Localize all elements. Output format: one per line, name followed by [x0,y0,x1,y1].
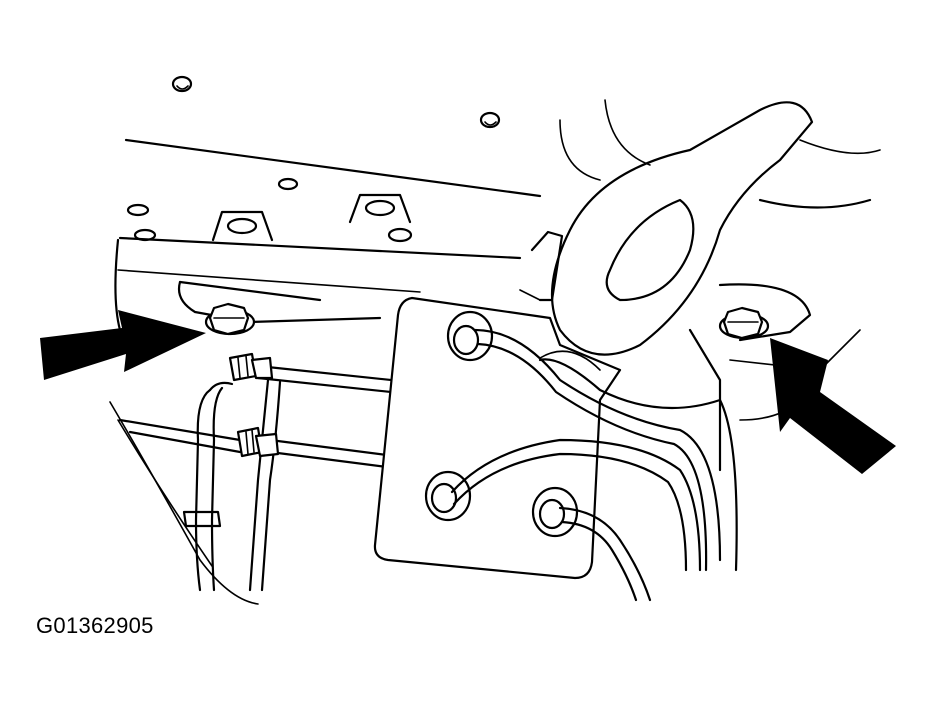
panel-holes [126,75,501,243]
figure-id-label: G01362905 [36,613,154,638]
left-callout-arrow [40,310,206,380]
hose-bracket [519,230,564,302]
module-port-lower-right [531,486,579,538]
right-callout-arrow [770,338,896,474]
line-fitting-lower [236,426,280,458]
panel-bosses [211,193,412,242]
brake-lines [118,364,412,592]
module-tubes [450,328,738,602]
module-port-upper [446,310,494,362]
right-bolt [718,306,770,340]
body-panel [109,138,542,605]
line-fitting-upper [228,352,274,382]
coolant-hose [550,99,881,356]
left-bolt [204,302,256,336]
